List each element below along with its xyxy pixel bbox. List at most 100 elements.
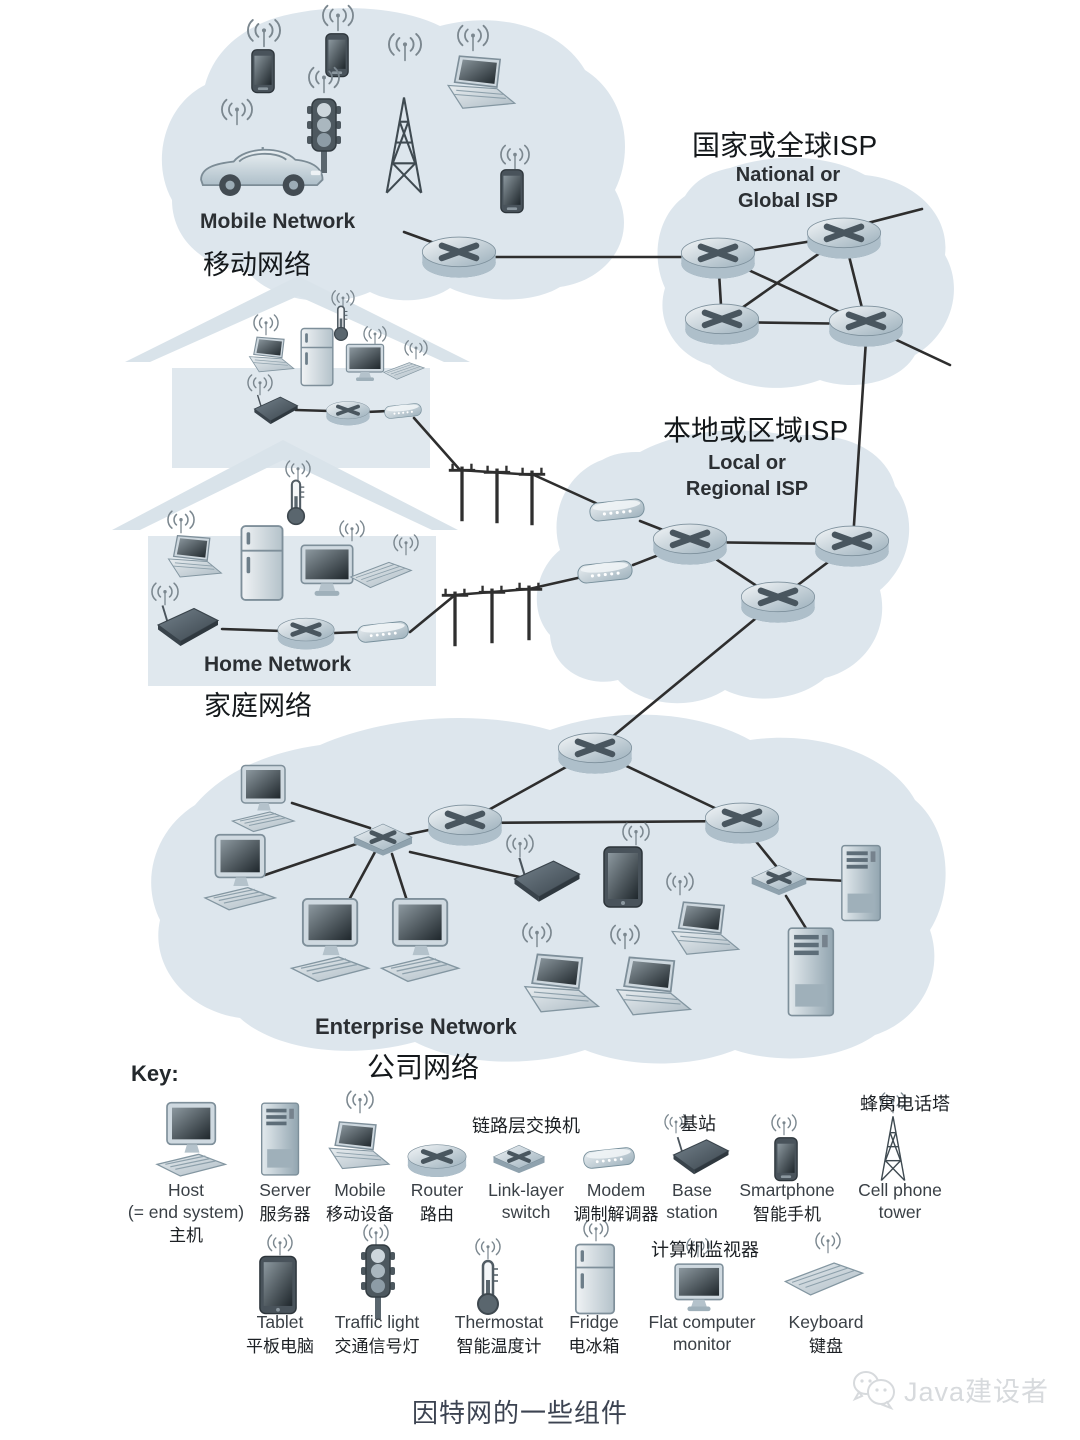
mobile-network-label-en: Mobile Network: [200, 210, 356, 233]
key-item-host-label: Host (= end system) 主机: [118, 1180, 254, 1246]
key-item-tablet-label: Tablet 平板电脑: [230, 1312, 330, 1357]
key-item-smartphone-label: Smartphone 智能手机: [730, 1180, 844, 1225]
key-item-router-label: Router 路由: [398, 1180, 476, 1225]
home-house-2-roof: [112, 440, 458, 530]
national-isp-label-en: National or Global ISP: [698, 162, 878, 214]
router-icon: [408, 1145, 466, 1177]
tablet-icon: [259, 1255, 297, 1315]
thermostat-icon: [286, 479, 306, 526]
chat-bubbles-logo-icon: [852, 1371, 895, 1410]
smartphone-icon: [500, 169, 524, 214]
wifi-waves-icon: [267, 1234, 293, 1256]
key-tlight-en: Traffic light: [334, 1312, 420, 1332]
host-desktop-icon: [156, 1101, 227, 1177]
link-layer-switch-icon: [493, 1145, 544, 1173]
server-icon: [787, 927, 835, 1017]
router-icon: [705, 803, 778, 844]
key-tlight-zh: 交通信号灯: [334, 1336, 420, 1356]
local-isp-label-zh: 本地或区域ISP: [663, 415, 849, 446]
wifi-waves-icon: [167, 510, 195, 534]
utility-pole-icon: [517, 465, 547, 527]
key-switch-en: Link-layer: [488, 1180, 564, 1200]
router-icon: [653, 524, 726, 565]
key-item-flat-monitor-label: Flat computer monitor: [632, 1312, 772, 1355]
key-server-zh: 服务器: [259, 1204, 311, 1224]
thermostat-icon: [476, 1259, 500, 1316]
key-router-zh: 路由: [420, 1204, 454, 1224]
server-icon: [841, 844, 881, 922]
figure-caption: 因特网的一些组件: [412, 1398, 629, 1428]
home-network-label-en: Home Network: [204, 653, 352, 676]
home-network-1-devices: [247, 290, 428, 428]
wifi-waves-icon: [253, 314, 279, 336]
host-desktop-icon: [290, 897, 370, 983]
tablet-icon: [603, 846, 643, 908]
key-smartphone-en: Smartphone: [739, 1180, 835, 1200]
key-flat-en2: monitor: [672, 1333, 732, 1354]
key-item-server-label: Server 服务器: [244, 1180, 326, 1225]
key-thermostat-zh: 智能温度计: [456, 1336, 542, 1356]
wifi-waves-icon: [346, 1090, 374, 1114]
wifi-waves-icon: [815, 1232, 841, 1254]
enterprise-network-label-zh: 公司网络: [367, 1052, 480, 1083]
key-fridge-zh: 电冰箱: [568, 1336, 620, 1356]
server-icon: [260, 1102, 300, 1176]
router-icon: [278, 618, 334, 649]
enterprise-network-label-en: Enterprise Network: [315, 1014, 517, 1039]
key-thermostat-en: Thermostat: [454, 1312, 544, 1332]
watermark-text: Java建设者: [904, 1376, 1050, 1407]
key-item-mobile-label: Mobile 移动设备: [312, 1180, 408, 1225]
key-item-thermostat-label: Thermostat 智能温度计: [440, 1312, 558, 1357]
wifi-waves-icon: [771, 1114, 797, 1136]
host-desktop-icon: [380, 897, 460, 983]
key-base-zh-above: 基站: [680, 1114, 716, 1134]
utility-poles: [440, 461, 547, 648]
wifi-waves-icon: [363, 1224, 389, 1246]
router-icon: [422, 237, 495, 278]
router-icon: [829, 306, 902, 347]
router-icon: [681, 238, 754, 279]
key-row-2-icons: [259, 1220, 864, 1320]
key-mobile-zh: 移动设备: [326, 1204, 394, 1224]
router-icon: [558, 733, 631, 774]
local-isp-label-en-line1: Local or: [708, 452, 786, 474]
keyboard-icon: [784, 1262, 864, 1296]
national-isp-label-en-line1: National or: [735, 164, 841, 186]
key-item-cell-tower-label: Cell phone tower: [846, 1180, 954, 1223]
fridge-icon: [300, 327, 334, 387]
mobile-laptop-icon: [328, 1121, 390, 1170]
key-flat-zh-above: 计算机监视器: [651, 1240, 759, 1260]
router-icon: [428, 805, 501, 846]
key-modem-en: Modem: [586, 1180, 646, 1200]
fridge-icon: [574, 1243, 616, 1315]
router-icon: [685, 304, 758, 345]
router-icon: [741, 582, 814, 623]
key-item-base-label: Base station: [652, 1180, 732, 1223]
national-isp-label-en-line2: Global ISP: [737, 190, 839, 212]
home-network-label-zh: 家庭网络: [204, 691, 312, 721]
key-host-zh: 主机: [169, 1226, 203, 1246]
key-host-en2: (= end system): [127, 1201, 245, 1222]
key-item-fridge-label: Fridge 电冰箱: [556, 1312, 632, 1357]
key-modem-zh: 调制解调器: [573, 1204, 659, 1224]
key-switch-en2: switch: [501, 1201, 551, 1222]
cell-tower-icon: [880, 1115, 906, 1182]
smartphone-icon: [251, 49, 275, 94]
utility-pole-icon: [477, 583, 507, 645]
key-item-switch-label: Link-layer switch: [478, 1180, 574, 1223]
key-cell-zh-above: 蜂窝电话塔: [860, 1094, 950, 1114]
utility-pole-icon: [440, 586, 470, 648]
key-base-en: Base: [672, 1180, 712, 1200]
key-fridge-en: Fridge: [569, 1312, 619, 1332]
router-icon: [325, 399, 371, 428]
key-tablet-zh: 平板电脑: [246, 1336, 314, 1356]
key-item-traffic-light-label: Traffic light 交通信号灯: [318, 1312, 436, 1357]
smartphone-icon: [774, 1137, 798, 1182]
watermark: Java建设者: [850, 1368, 1049, 1410]
host-desktop-icon: [231, 764, 295, 833]
key-item-keyboard-label: Keyboard 键盘: [772, 1312, 880, 1357]
flat-monitor-icon: [674, 1263, 724, 1313]
local-isp-label-en: Local or Regional ISP: [660, 450, 834, 502]
